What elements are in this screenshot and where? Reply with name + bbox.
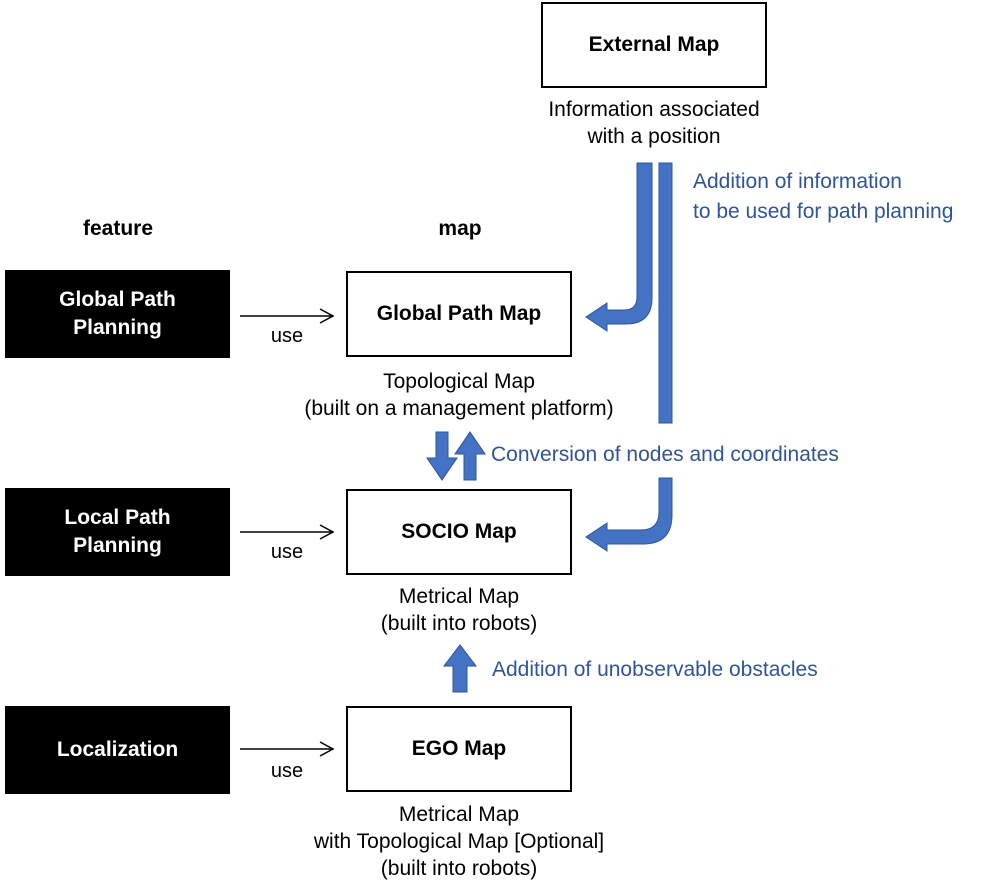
use-arrowhead-ego: [319, 741, 335, 757]
arrow-ego-to-socio: [442, 644, 478, 693]
annotation-unobservable: Addition of unobservable obstacles: [492, 658, 818, 681]
global-path-map-box: Global Path Map: [346, 271, 572, 357]
map-header: map: [438, 217, 482, 240]
annotation-conversion: Conversion of nodes and coordinates: [491, 443, 839, 466]
feature-localization: Localization: [5, 706, 230, 794]
block-arrows: [426, 162, 673, 693]
use-arrows: [240, 308, 335, 757]
use-label-global: use: [270, 325, 304, 347]
arrow-global-to-socio: [426, 431, 458, 481]
feature-global-path-planning: Global Path Planning: [5, 270, 230, 358]
use-label-ego: use: [270, 760, 304, 782]
feature-local-path-planning: Local Path Planning: [5, 488, 230, 576]
arrow-socio-to-global: [454, 431, 486, 481]
ego-map-box: EGO Map: [346, 706, 572, 792]
feature-header: feature: [82, 217, 154, 240]
socio-map-box: SOCIO Map: [346, 489, 572, 575]
external-map-caption: Information associated with a position: [548, 98, 760, 148]
arrow-external-to-socio-lower: [585, 477, 673, 552]
use-arrowhead-global: [319, 308, 335, 324]
arrow-external-to-socio-upper: [658, 162, 673, 424]
use-arrowhead-socio: [319, 524, 335, 540]
annotation-addition-path: Addition of information to be used for p…: [693, 170, 954, 223]
global-path-map-caption: Topological Map (built on a management p…: [304, 370, 614, 420]
socio-map-caption: Metrical Map (built into robots): [380, 585, 538, 635]
arrow-external-to-global: [585, 162, 653, 332]
external-map-box: External Map: [541, 2, 767, 88]
ego-map-caption: Metrical Map with Topological Map [Optio…: [313, 803, 605, 880]
use-label-socio: use: [270, 541, 304, 563]
